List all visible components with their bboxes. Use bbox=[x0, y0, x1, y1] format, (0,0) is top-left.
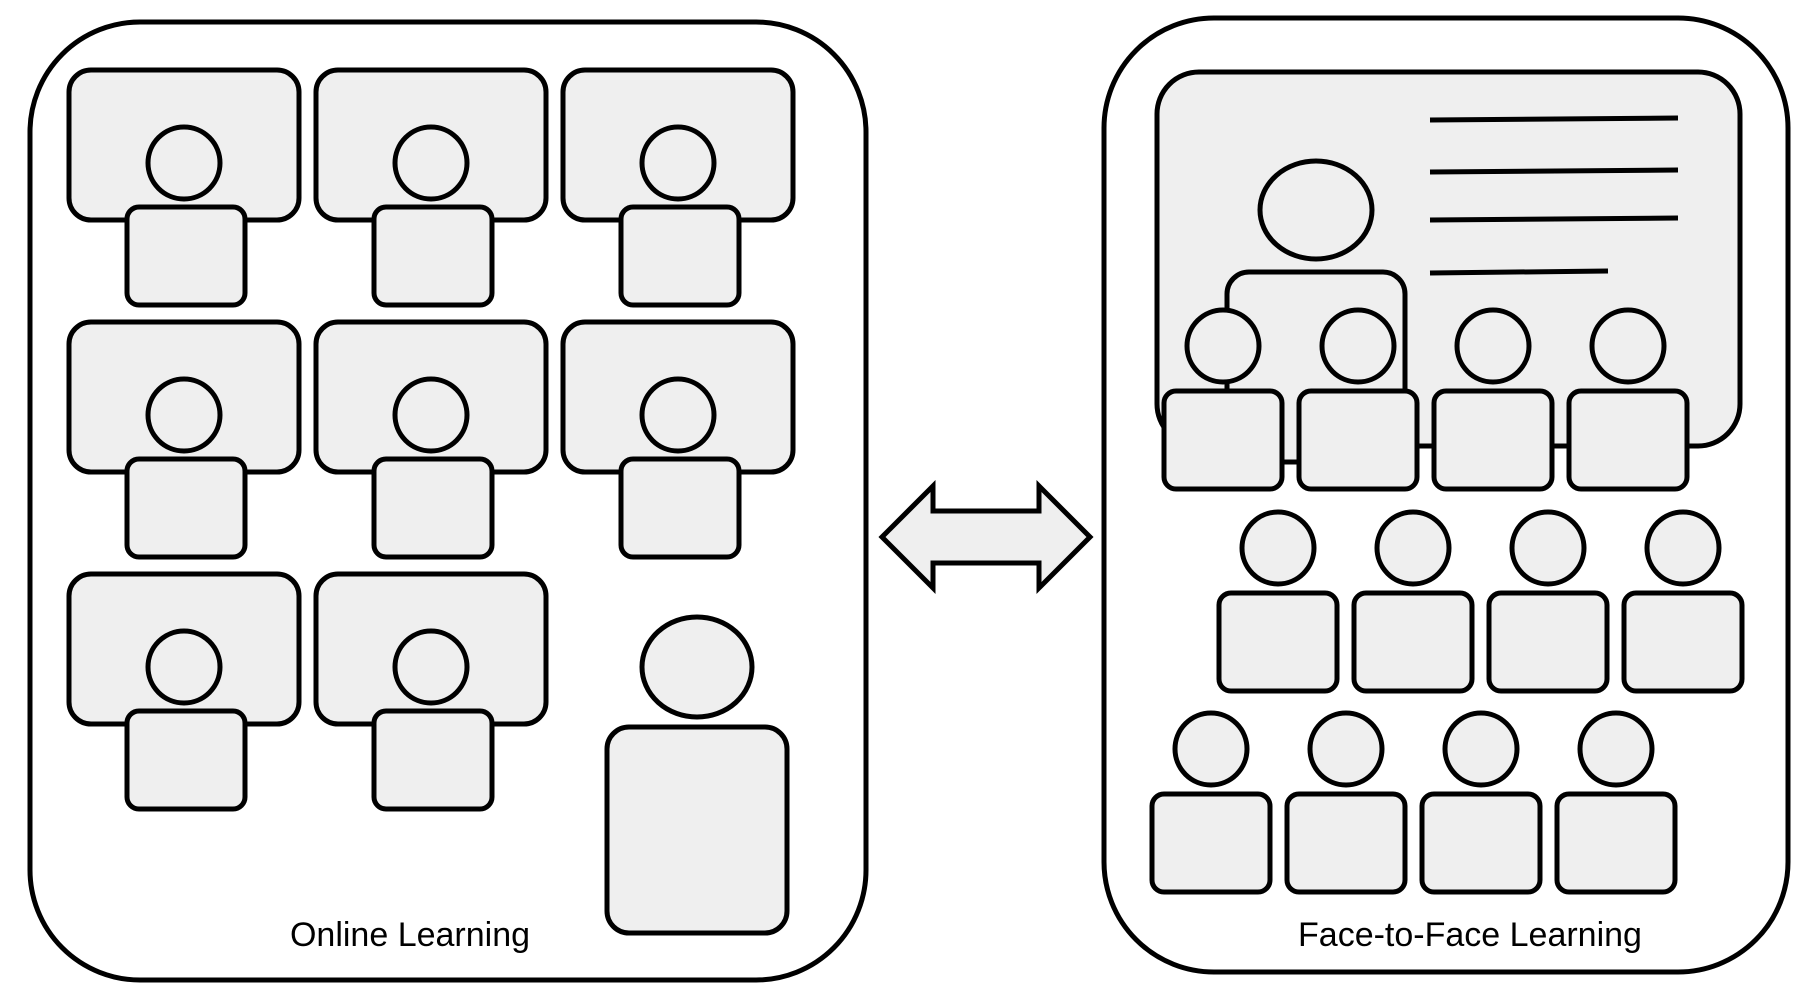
student-person-icon bbox=[1431, 307, 1555, 492]
instructor-head bbox=[639, 614, 755, 720]
online-learning-panel: Online Learning bbox=[27, 19, 869, 983]
student-person-icon bbox=[1149, 710, 1273, 895]
person-head bbox=[1319, 307, 1397, 385]
person-icon bbox=[371, 124, 495, 308]
face-to-face-learning-label: Face-to-Face Learning bbox=[1298, 916, 1642, 954]
person-head bbox=[1509, 509, 1587, 587]
person-icon bbox=[124, 628, 248, 812]
person-body bbox=[1566, 388, 1690, 492]
person-icon bbox=[618, 124, 742, 308]
video-tile-icon bbox=[66, 571, 302, 812]
person-icon bbox=[371, 376, 495, 560]
person-body bbox=[618, 456, 742, 560]
person-head bbox=[1577, 710, 1655, 788]
classroom-students bbox=[1149, 307, 1745, 895]
person-body bbox=[1621, 590, 1745, 694]
person-body bbox=[124, 708, 248, 812]
video-tile-icon bbox=[313, 571, 549, 812]
student-person-icon bbox=[1351, 509, 1475, 694]
person-body bbox=[1296, 388, 1420, 492]
person-body bbox=[371, 708, 495, 812]
whiteboard-text-lines bbox=[1429, 115, 1679, 276]
person-body bbox=[124, 204, 248, 308]
online-instructor-person-icon bbox=[604, 614, 790, 936]
person-head bbox=[1239, 509, 1317, 587]
person-head bbox=[1184, 307, 1262, 385]
whiteboard-line bbox=[1429, 167, 1679, 175]
person-head bbox=[145, 124, 223, 202]
person-body bbox=[1149, 791, 1273, 895]
person-head bbox=[1374, 509, 1452, 587]
student-person-icon bbox=[1284, 710, 1408, 895]
person-head bbox=[639, 124, 717, 202]
instructor-body bbox=[604, 724, 790, 936]
person-head bbox=[392, 124, 470, 202]
person-body bbox=[371, 204, 495, 308]
person-body bbox=[1351, 590, 1475, 694]
person-icon bbox=[124, 124, 248, 308]
person-icon bbox=[371, 628, 495, 812]
student-person-icon bbox=[1566, 307, 1690, 492]
face-to-face-learning-panel: Face-to-Face Learning bbox=[1101, 15, 1791, 975]
student-person-icon bbox=[1554, 710, 1678, 895]
person-head bbox=[145, 376, 223, 454]
person-head bbox=[1589, 307, 1667, 385]
person-head bbox=[1307, 710, 1385, 788]
student-person-icon bbox=[1161, 307, 1285, 492]
person-body bbox=[124, 456, 248, 560]
person-body bbox=[1216, 590, 1340, 694]
video-tile-icon bbox=[313, 319, 549, 560]
person-head bbox=[1442, 710, 1520, 788]
person-body bbox=[1486, 590, 1610, 694]
person-body bbox=[1419, 791, 1543, 895]
person-body bbox=[1161, 388, 1285, 492]
whiteboard-line bbox=[1429, 268, 1609, 276]
person-head bbox=[392, 628, 470, 706]
video-tile-icon bbox=[313, 67, 549, 308]
person-body bbox=[1284, 791, 1408, 895]
person-head bbox=[392, 376, 470, 454]
person-body bbox=[618, 204, 742, 308]
video-tile-icon bbox=[66, 319, 302, 560]
whiteboard-line bbox=[1429, 115, 1679, 123]
student-person-icon bbox=[1216, 509, 1340, 694]
person-head bbox=[1454, 307, 1532, 385]
student-person-icon bbox=[1296, 307, 1420, 492]
person-body bbox=[1431, 388, 1555, 492]
video-tile-icon bbox=[560, 319, 796, 560]
student-person-icon bbox=[1486, 509, 1610, 694]
person-head bbox=[1644, 509, 1722, 587]
video-tile-grid bbox=[66, 67, 796, 812]
video-tile-icon bbox=[560, 67, 796, 308]
person-body bbox=[371, 456, 495, 560]
double-headed-arrow-icon bbox=[878, 479, 1094, 595]
person-icon bbox=[618, 376, 742, 560]
student-person-icon bbox=[1419, 710, 1543, 895]
person-icon bbox=[124, 376, 248, 560]
student-person-icon bbox=[1621, 509, 1745, 694]
person-body bbox=[1554, 791, 1678, 895]
video-tile-icon bbox=[66, 67, 302, 308]
person-head bbox=[1172, 710, 1250, 788]
person-head bbox=[145, 628, 223, 706]
whiteboard-line bbox=[1429, 215, 1679, 223]
person-head bbox=[639, 376, 717, 454]
teacher-head bbox=[1257, 158, 1375, 262]
online-learning-label: Online Learning bbox=[290, 916, 530, 954]
